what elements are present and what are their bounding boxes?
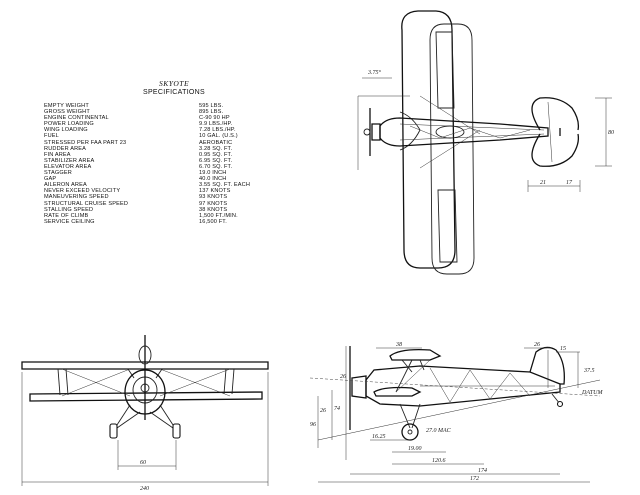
side-dim-fin-height: 37.5 xyxy=(583,368,595,374)
plan-dim-tail-chord: 21 xyxy=(540,180,546,186)
spec-value: 895 LBS. xyxy=(199,109,224,116)
spec-row: ENGINE CONTINENTAL C-90 90 HP xyxy=(44,115,304,121)
spec-label: STRESSED PER FAA PART 23 xyxy=(44,139,127,146)
spec-label: RATE OF CLIMB xyxy=(44,212,89,219)
spec-value: 0.95 SQ. FT. xyxy=(199,151,233,158)
spec-row: SERVICE CEILING 16,500 FT. xyxy=(44,219,304,225)
side-label-datum: DATUM xyxy=(581,390,603,396)
spec-value: 1,500 FT./MIN. xyxy=(199,212,238,219)
plan-dim-tail-root: 17 xyxy=(566,180,573,186)
spec-label: GROSS WEIGHT xyxy=(44,109,90,116)
spec-label: POWER LOADING xyxy=(44,121,94,128)
front-dim-span: 240 xyxy=(140,485,149,492)
spec-label: SERVICE CEILING xyxy=(44,218,95,225)
spec-label: FIN AREA xyxy=(44,151,71,158)
spec-row: STAGGER 19.0 INCH xyxy=(44,170,304,176)
spec-row: FUEL 10 GAL. (U.S.) xyxy=(44,133,304,139)
side-dim-length1: 120.6 xyxy=(432,458,446,464)
spec-value: 6.95 SQ. FT. xyxy=(199,157,233,164)
spec-value: 595 LBS. xyxy=(199,103,224,109)
side-dim-left3: 96 xyxy=(310,422,316,428)
spec-label: STALLING SPEED xyxy=(44,206,94,213)
spec-value: 7.28 LBS./HP. xyxy=(199,127,236,134)
specifications-rows: EMPTY WEIGHT 595 LBS. GROSS WEIGHT 895 LBS.… xyxy=(44,103,304,225)
spec-row: STRESSED PER FAA PART 23 AEROBATIC xyxy=(44,140,304,146)
spec-value: 9.9 LBS./HP. xyxy=(199,121,233,128)
spec-value: 3.28 SQ. FT. xyxy=(199,145,233,152)
spec-row: STALLING SPEED 38 KNOTS xyxy=(44,207,304,213)
side-dim-top1: 38 xyxy=(395,342,402,348)
spec-label: FUEL xyxy=(44,133,59,140)
spec-row: GAP 40.0 INCH xyxy=(44,176,304,182)
spec-value: 97 KNOTS xyxy=(199,200,228,207)
side-dim-length2: 174 xyxy=(478,467,487,474)
spec-value: C-90 90 HP xyxy=(199,115,230,122)
spec-value: AEROBATIC xyxy=(199,139,233,146)
spec-label: NEVER EXCEED VELOCITY xyxy=(44,188,121,195)
specifications-heading: SKYOTE SPECIFICATIONS xyxy=(84,79,264,97)
spec-row: POWER LOADING 9.9 LBS./HP. xyxy=(44,121,304,127)
spec-row: WING LOADING 7.28 LBS./HP. xyxy=(44,127,304,133)
spec-label: WING LOADING xyxy=(44,127,88,134)
side-dim-top2: 26 xyxy=(534,342,540,348)
spec-label: ENGINE CONTINENTAL xyxy=(44,115,109,122)
spec-row: NEVER EXCEED VELOCITY 137 KNOTS xyxy=(44,188,304,194)
spec-row: EMPTY WEIGHT 595 LBS. xyxy=(44,103,304,109)
side-dim-stagger: 19.00 xyxy=(408,446,422,452)
spec-label: GAP xyxy=(44,176,57,183)
spec-label: ELEVATOR AREA xyxy=(44,163,92,170)
side-dim-left1: 26 xyxy=(340,374,346,380)
spec-value: 16,500 FT. xyxy=(199,218,227,225)
specifications-table: SKYOTE SPECIFICATIONS EMPTY WEIGHT 595 LB… xyxy=(44,79,304,225)
spec-value: 40.0 INCH xyxy=(199,176,227,183)
spec-value: 6.70 SQ. FT. xyxy=(199,163,233,170)
spec-value: 137 KNOTS xyxy=(199,188,231,195)
plan-dim-tail-span: 80 xyxy=(608,130,614,136)
spec-label: EMPTY WEIGHT xyxy=(44,103,89,109)
spec-label: MANEUVERING SPEED xyxy=(44,194,109,201)
side-dim-left4: 26 xyxy=(320,408,326,414)
side-dim-length3: 172 xyxy=(470,476,479,482)
specifications-subtitle: SPECIFICATIONS xyxy=(142,89,206,96)
plan-dim-sweep: 3.75° xyxy=(367,69,382,76)
spec-label: AILERON AREA xyxy=(44,182,87,189)
spec-value: 10 GAL. (U.S.) xyxy=(199,133,238,140)
spec-label: STAGGER xyxy=(44,170,72,177)
spec-row: MANEUVERING SPEED 93 KNOTS xyxy=(44,194,304,200)
side-dim-gear1: 16.25 xyxy=(372,434,386,440)
side-dim-top3: 15 xyxy=(560,346,566,352)
spec-row: FIN AREA 0.95 SQ. FT. xyxy=(44,152,304,158)
spec-row: RUDDER AREA 3.28 SQ. FT. xyxy=(44,146,304,152)
spec-row: RATE OF CLIMB 1,500 FT./MIN. xyxy=(44,213,304,219)
spec-label: STRUCTURAL CRUISE SPEED xyxy=(44,200,129,207)
spec-value: 3.55 SQ. FT. EACH xyxy=(199,182,251,189)
aircraft-name: SKYOTE xyxy=(158,79,190,88)
spec-value: 38 KNOTS xyxy=(199,206,228,213)
spec-value: 93 KNOTS xyxy=(199,194,228,201)
spec-row: AILERON AREA 3.55 SQ. FT. EACH xyxy=(44,182,304,188)
spec-row: STRUCTURAL CRUISE SPEED 97 KNOTS xyxy=(44,201,304,207)
spec-value: 19.0 INCH xyxy=(199,170,227,177)
spec-label: STABILIZER AREA xyxy=(44,157,95,164)
spec-row: STABILIZER AREA 6.95 SQ. FT. xyxy=(44,158,304,164)
spec-row: GROSS WEIGHT 895 LBS. xyxy=(44,109,304,115)
side-label-cg: 27.0 MAC xyxy=(426,428,452,434)
spec-label: RUDDER AREA xyxy=(44,145,87,152)
spec-row: ELEVATOR AREA 6.70 SQ. FT. xyxy=(44,164,304,170)
side-dim-left2: 74 xyxy=(334,405,340,412)
front-dim-track: 60 xyxy=(140,460,146,466)
